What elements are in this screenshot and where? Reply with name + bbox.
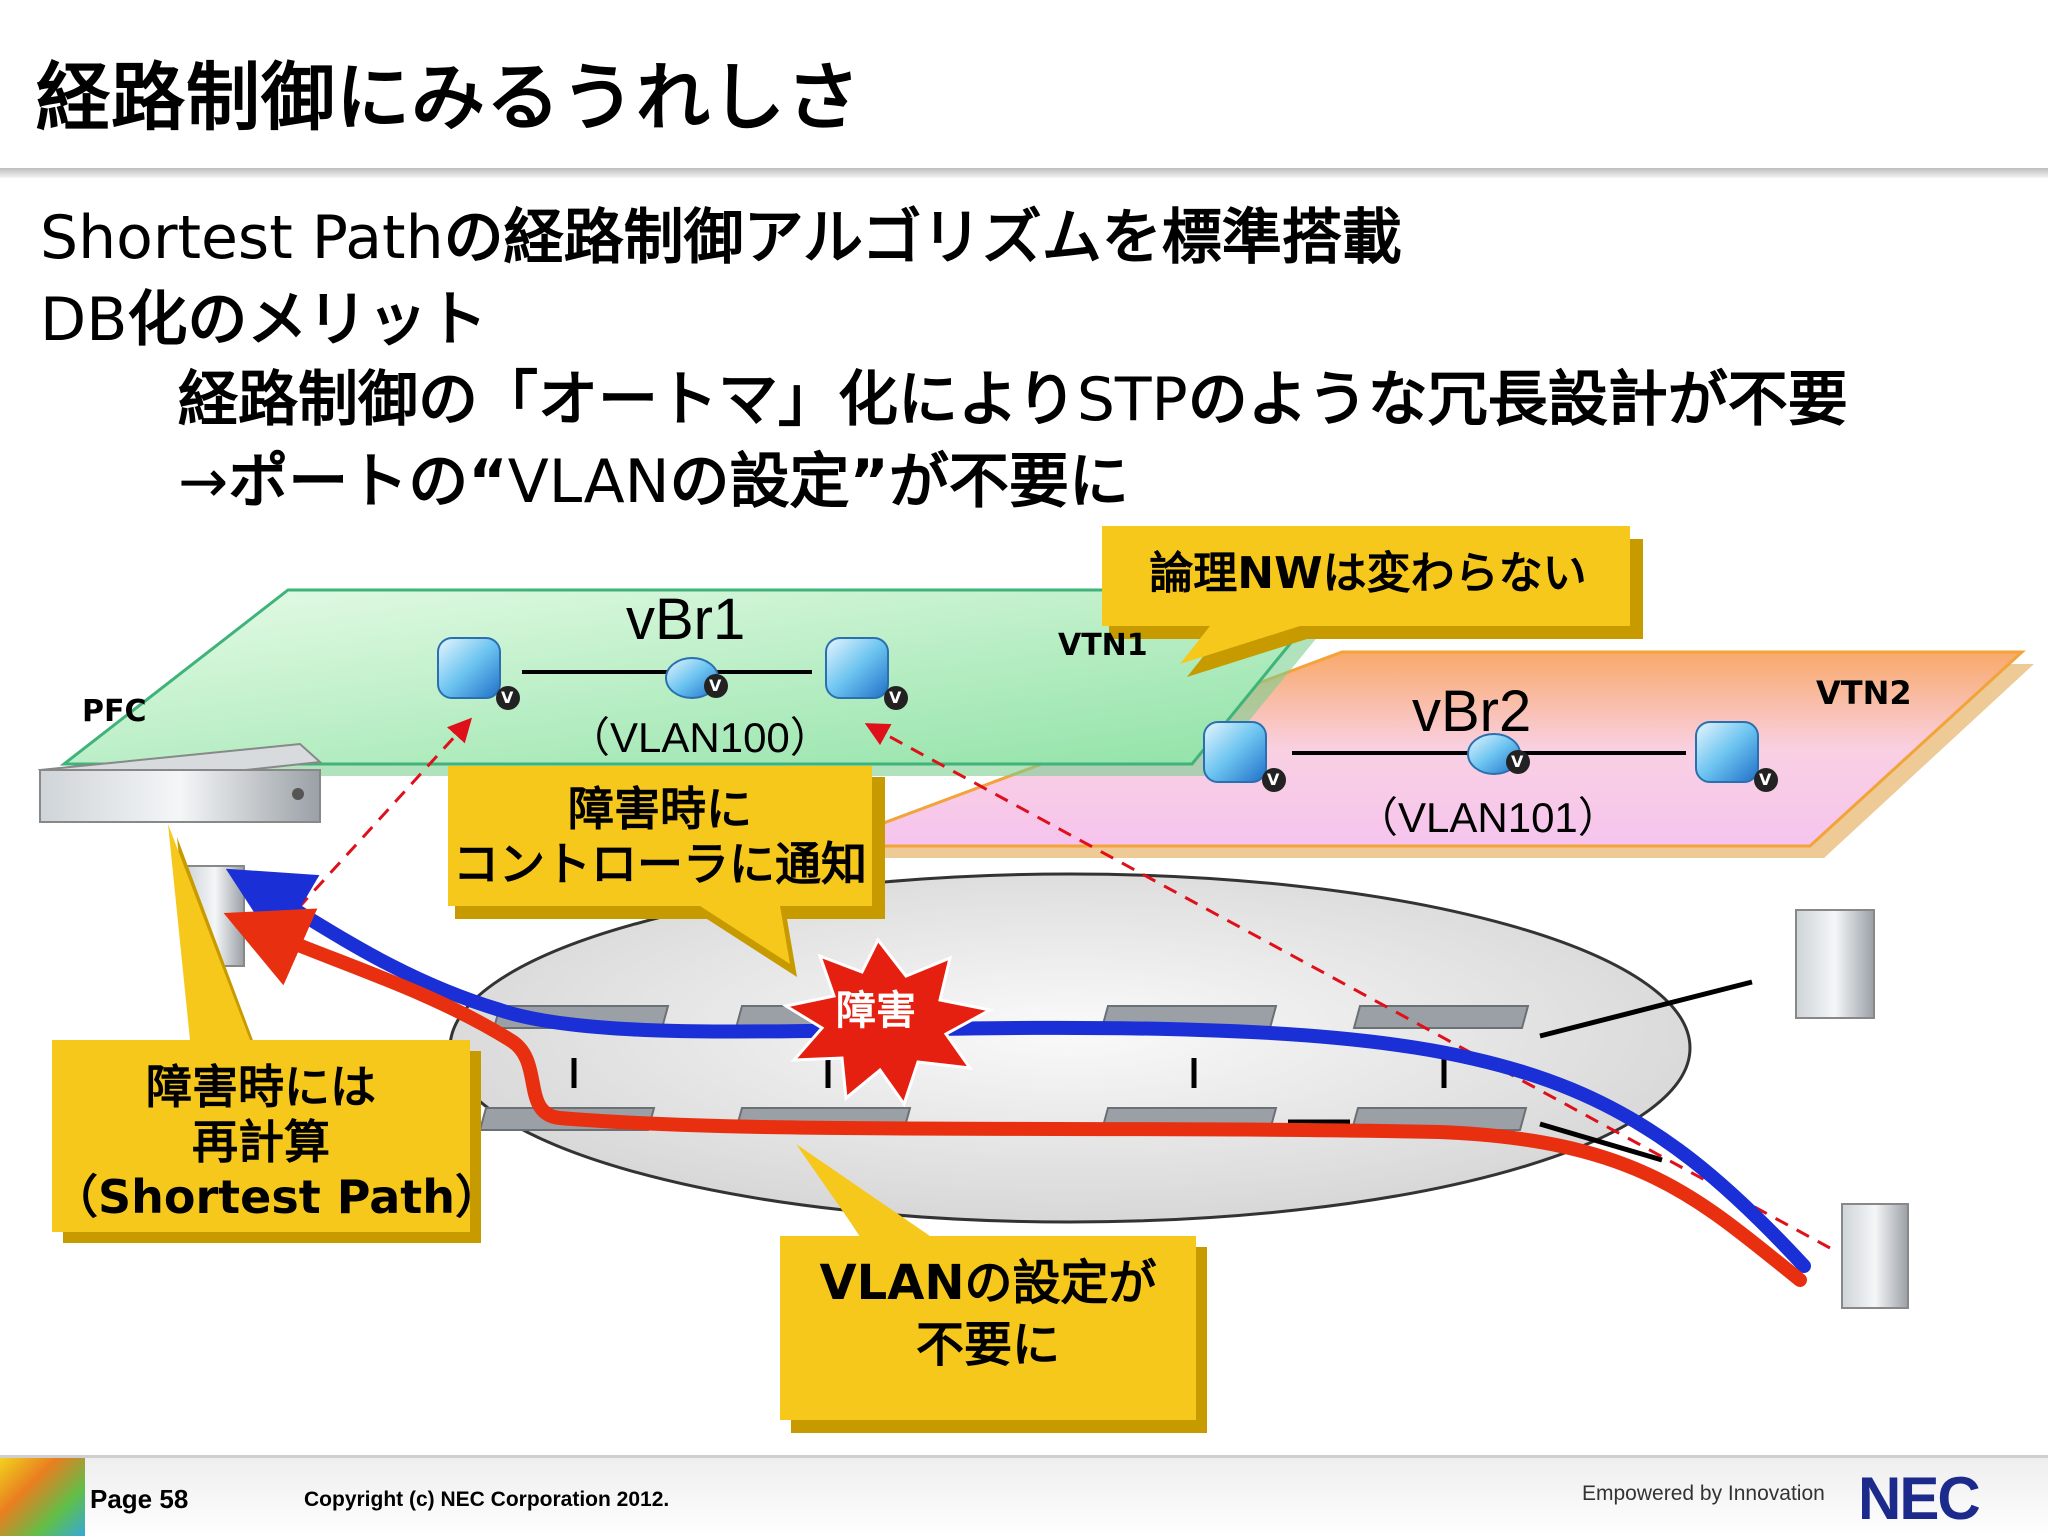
pfc-label: PFC	[82, 694, 147, 729]
bullet-4-bold2: の設定”が不要に	[669, 447, 1129, 517]
callout-logical-nw-text: 論理NWは変わらない	[1149, 548, 1587, 599]
bullet-4: →ポートの“VLANの設定”が不要に	[178, 452, 1129, 512]
vm-badge: V	[709, 676, 722, 695]
callout-recalc-text: 障害時には 再計算 （Shortest Path）	[52, 1060, 501, 1226]
callout-recalc-line3: （Shortest Path）	[52, 1170, 501, 1225]
host-server-icon	[1841, 1203, 1909, 1309]
callout-vlan-line2: 不要に	[915, 1317, 1060, 1374]
callout-vlan	[780, 1144, 1207, 1433]
nec-logo: NEC	[1858, 1465, 1981, 1532]
host-server-icon	[1795, 909, 1875, 1019]
bullet-2-plain: DB	[40, 285, 128, 355]
bullet-3-plain: STP	[1076, 365, 1188, 435]
bullet-2-bold: 化のメリット	[127, 285, 488, 355]
bullet-4-arrow: →	[178, 447, 229, 517]
title-divider	[0, 168, 2048, 178]
copyright: Copyright (c) NEC Corporation 2012.	[304, 1488, 670, 1511]
physical-network	[448, 872, 1692, 1224]
vm-badge: V	[1759, 770, 1772, 789]
vm-badge: V	[501, 688, 514, 707]
callout-vlan-line1: VLANの設定が	[819, 1255, 1157, 1311]
page-number: Page 58	[90, 1484, 189, 1514]
vm-icon	[437, 637, 520, 710]
vm-icon	[1203, 721, 1286, 792]
callout-vlan-text: VLANの設定が 不要に	[780, 1252, 1196, 1377]
red-path	[223, 908, 1807, 1287]
callout-notify	[448, 766, 885, 977]
bridge-icon	[1467, 733, 1530, 775]
vtn1-label: VTN1	[1058, 628, 1148, 663]
failure-label: 障害	[836, 988, 916, 1034]
vtn2-label: VTN2	[1816, 674, 1912, 712]
callout-recalc	[52, 824, 481, 1243]
bullet-3-bold: 経路制御の「オートマ」化により	[178, 365, 1077, 435]
slide-title: 経路制御にみるうれしさ	[36, 55, 861, 141]
vm-icon	[825, 637, 908, 710]
vm-badge: V	[1267, 770, 1280, 789]
bullet-3: 経路制御の「オートマ」化によりSTPのような冗長設計が不要	[178, 370, 1848, 430]
bullet-3-bold2: のような冗長設計が不要	[1187, 365, 1848, 435]
failure-burst-icon	[781, 937, 995, 1108]
vm-badge: V	[889, 688, 902, 707]
vtn2-plane	[821, 650, 2034, 858]
vlan100-label: （VLAN100）	[568, 714, 832, 761]
callout-notify-line2: コントローラに通知	[453, 837, 867, 892]
bullet-4-bold: ポートの“	[228, 447, 508, 517]
bullet-2: DB化のメリット	[40, 290, 487, 350]
pfc-server-icon	[37, 742, 323, 823]
bullet-4-plain: VLAN	[507, 447, 670, 517]
vm-icon	[1695, 721, 1778, 792]
vbr1-label: vBr1	[626, 587, 746, 652]
footer-decoration	[0, 1458, 85, 1536]
callout-logical-nw	[1102, 526, 1643, 677]
vlan101-label: （VLAN101）	[1356, 794, 1620, 841]
tagline: Empowered by Innovation	[1582, 1482, 1825, 1505]
bullet-1-bold: の経路制御アルゴリズムを標準搭載	[443, 203, 1402, 273]
callout-recalc-line1: 障害時には	[146, 1060, 376, 1114]
vbr2-label: vBr2	[1412, 679, 1532, 744]
callout-notify-line1: 障害時に	[568, 782, 752, 836]
vm-badge: V	[1511, 752, 1524, 771]
footer-band	[0, 1455, 2048, 1539]
bridge-icon	[665, 657, 728, 699]
callout-recalc-line2: 再計算	[192, 1115, 330, 1170]
callout-notify-text: 障害時に コントローラに通知	[448, 782, 872, 892]
bullet-1: Shortest Pathの経路制御アルゴリズムを標準搭載	[40, 208, 1402, 268]
bullet-1-plain: Shortest Path	[40, 203, 444, 273]
